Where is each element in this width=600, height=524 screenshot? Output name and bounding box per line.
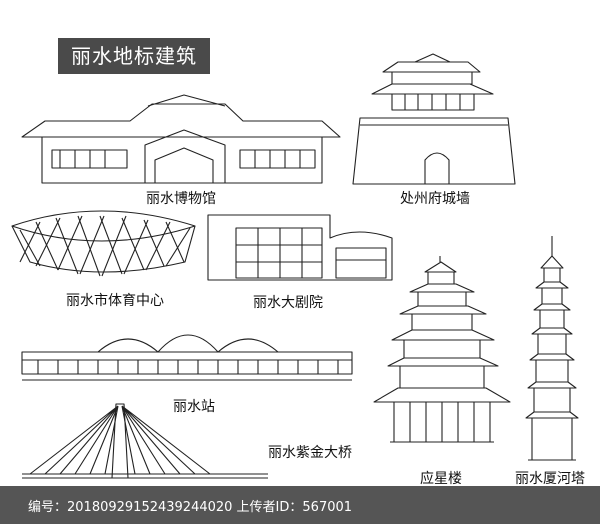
footer-bar: 编号：20180929152439244020 上传者ID：567001 [0,486,600,524]
stadium-drawing [11,210,196,277]
label-station: 丽水站 [173,399,215,415]
pagoda-drawing [525,236,579,461]
city-wall-drawing [352,53,516,185]
station-drawing [21,334,353,381]
bridge-drawing [22,403,268,479]
label-museum: 丽水博物馆 [146,191,216,207]
theater-drawing [207,214,393,281]
page-title: 丽水地标建筑 [58,38,210,74]
label-star-tower: 应星楼 [420,471,462,487]
star-tower-drawing [373,256,511,443]
label-bridge: 丽水紫金大桥 [268,445,352,461]
museum-drawing [21,94,341,184]
label-city-wall: 处州府城墙 [400,191,470,207]
label-stadium: 丽水市体育中心 [66,293,164,309]
label-pagoda: 丽水厦河塔 [515,471,585,487]
landmark-illustrations [11,53,579,479]
label-theater: 丽水大剧院 [253,295,323,311]
footer-text: 编号：20180929152439244020 上传者ID：567001 [28,500,353,515]
